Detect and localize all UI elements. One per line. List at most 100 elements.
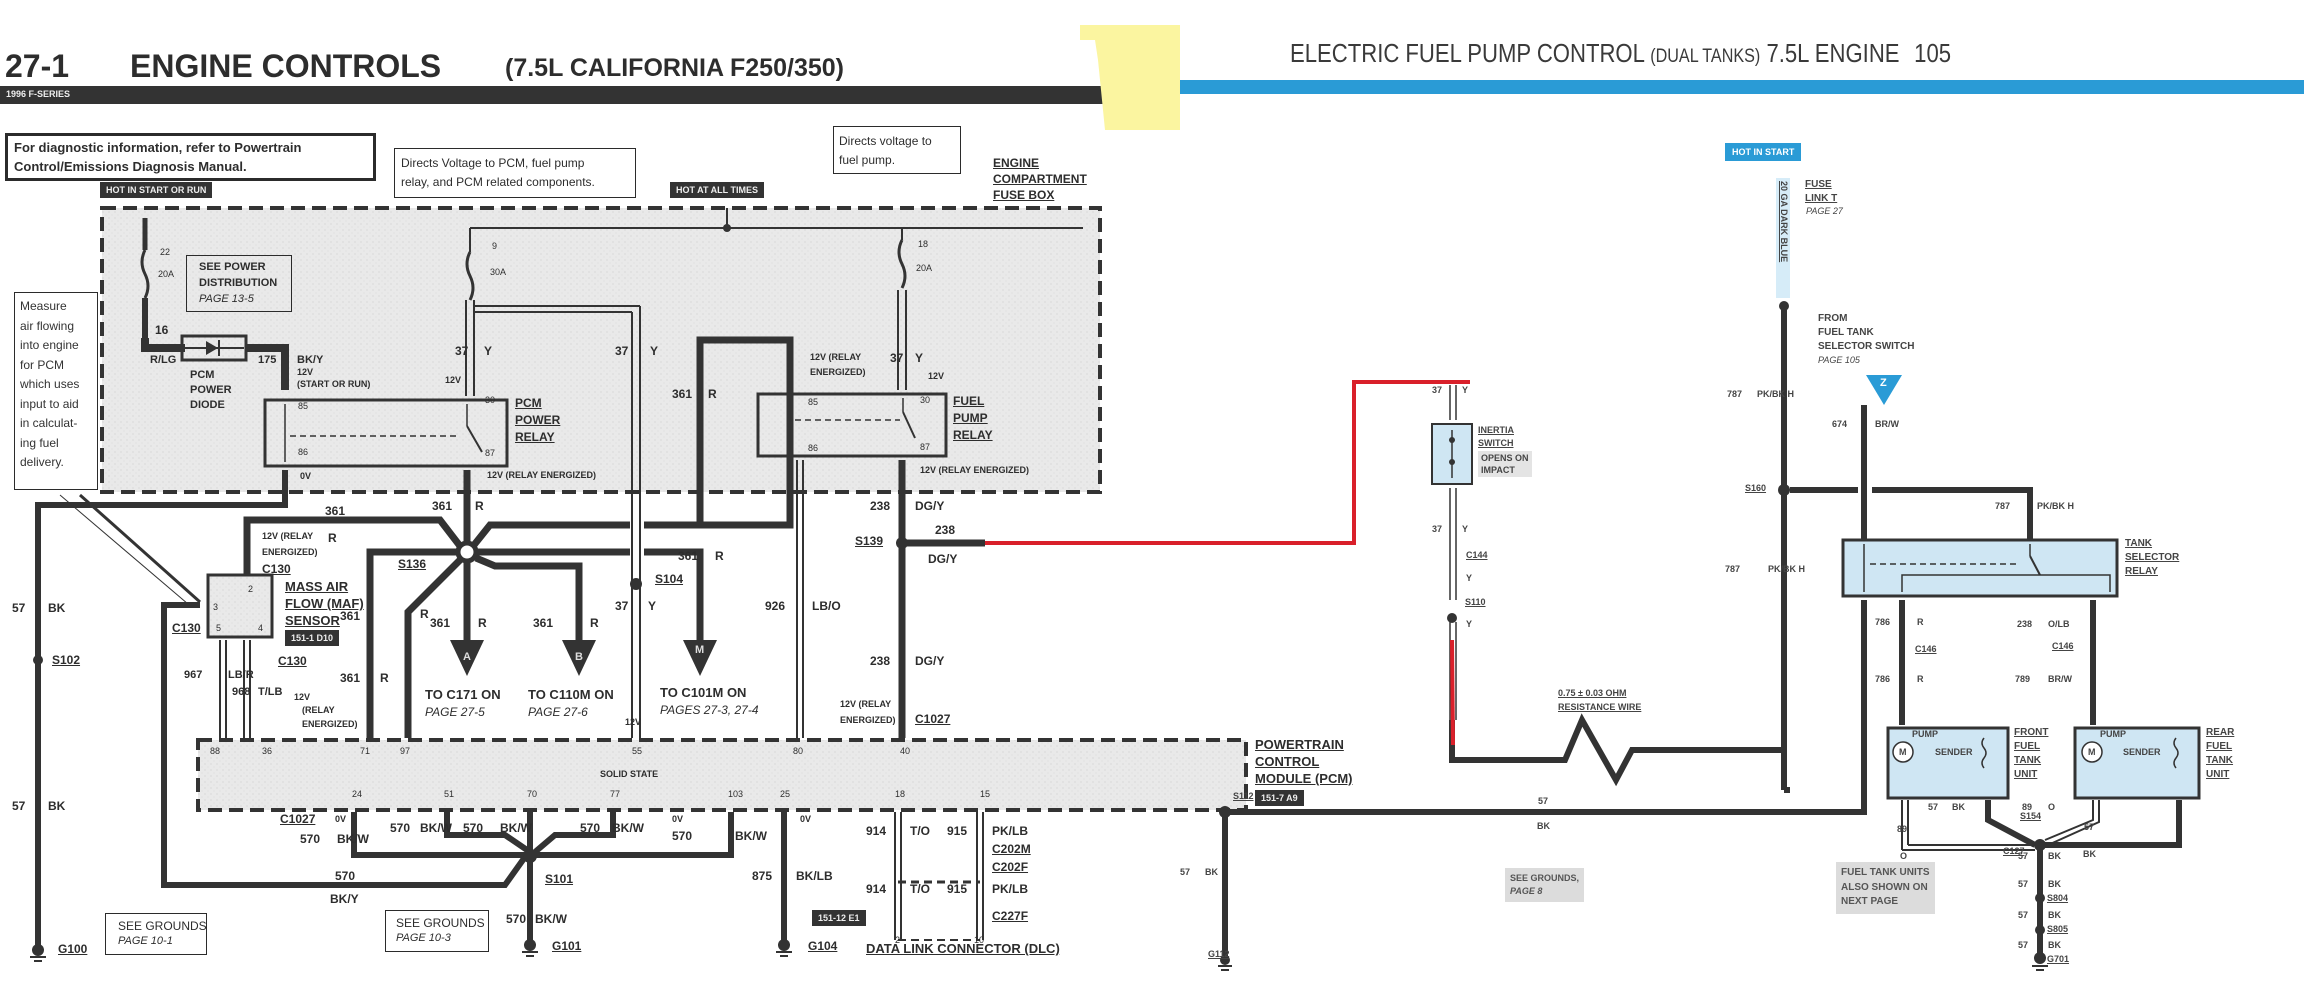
pcm-power-diode-label: PCM POWER DIODE [190,368,232,413]
ground-g701-icon [2032,952,2048,971]
pin-86: 86 [298,447,309,457]
wire-to-label: T/O [910,824,930,838]
wire-lbo-label: LB/O [812,599,841,613]
wire-570-label: 570 [672,829,693,843]
callout-line: Measure [20,299,67,313]
label-line: RELAY [953,428,993,442]
splice-s136 [455,540,479,564]
see-grounds-page: PAGE 10-1 [118,935,173,947]
relay-label: (RELAY [302,705,335,715]
wire-pklb-label: PK/LB [992,882,1028,896]
dlc-ref-badge: 151-12 E1 [812,910,866,926]
fuel-pump-callout: Directs voltage to fuel pump. [833,126,961,174]
wire-o-label: O [1900,851,1908,861]
splice-s110-label: S110 [1465,597,1486,607]
wire-570-label: 570 [506,912,527,926]
rear-fuel-tank-unit [2073,726,2201,800]
fuse-22-number: 22 [160,247,171,257]
pin-85: 85 [298,401,309,411]
connector-c1027: C1027 [915,712,951,726]
wire-361-label: 361 [325,504,346,518]
label-line: PUMP [953,411,988,425]
label-line: REAR [2206,727,2235,738]
section-number: 27-1 [5,48,70,84]
see-power-distribution: SEE POWER DISTRIBUTION PAGE 13-5 [186,255,292,312]
hot-in-start-badge: HOT IN START [1725,143,1802,161]
connector-c130: C130 [262,562,291,576]
wire-brw-label: BR/W [1875,419,1899,429]
tank-units-note: FUEL TANK UNITS ALSO SHOWN ON NEXT PAGE [1836,862,1935,914]
pcm-pin: 103 [728,789,744,799]
ground-g100-label: G100 [58,942,88,956]
wire-r-label: R [708,387,717,401]
wire-r-label: R [590,616,599,630]
wire-37-label: 37 [1432,524,1443,534]
diagnostic-note: For diagnostic information, refer to Pow… [5,133,376,181]
connector-c146: C146 [1915,644,1937,654]
label-line: SELECTOR SWITCH [1818,341,1915,352]
label-line: UNIT [2206,769,2230,780]
wire-dgy-label: DG/Y [915,654,945,668]
label-line: 0.75 ± 0.03 OHM [1558,688,1627,698]
label-line: MASS AIR [285,579,349,594]
maf-ref-badge: 151-1 D10 [285,630,340,646]
wire-bk-label: BK [2048,910,2061,920]
wire-r-label: R [475,499,484,513]
note-line: OPENS ON [1481,453,1529,463]
voltage-label: 12V [625,717,642,727]
wire-tlb-label: T/LB [258,686,283,698]
wire-bklb-label: BK/LB [796,869,833,883]
fuel-pump-relay [756,392,948,458]
pin-30: 30 [485,395,496,405]
ground-g101-icon [522,939,538,957]
callout-line: air flowing [20,318,75,333]
wire-968-label: 968 [232,686,251,698]
pcm-power-relay [263,398,509,468]
label-line: CONTROL [1255,754,1320,769]
energized-label: ENERGIZED) [302,719,358,729]
note-page: PAGE 8 [1510,886,1543,897]
label-line: SELECTOR [2125,552,2180,563]
fuse-18-rating: 20A [916,263,933,273]
wire-r-label: R [1917,674,1924,684]
wire-37-label: 37 [890,351,904,365]
wire-bk-label: BK [48,799,66,813]
wire-57-label: 57 [12,601,26,615]
label-line: FLOW (MAF) [285,596,364,611]
maf-pin-4: 4 [258,623,264,633]
wire-570-label: 570 [580,821,601,835]
wire-786-label: 786 [1875,617,1891,627]
maf-callout: Measure air flowing into engine for PCM … [14,292,98,490]
gauge-label: 20 GA DARK BLUE [1779,181,1789,263]
see-grounds-line: SEE GROUNDS [118,919,207,933]
wire-89-label: 89 [1897,824,1908,834]
motor-label: M [2088,747,2096,757]
wire-bkw-label: BK/W [420,821,452,835]
dlc-pin-2: 2 [895,935,901,945]
splice-s160-label: S160 [1745,483,1767,493]
wire-914-label: 914 [866,882,887,896]
wire-361-label: 361 [340,609,361,623]
voltage-label: 0V [335,814,347,824]
splice-s160 [1778,484,1790,496]
label-line: TANK [2206,755,2234,766]
wire-bk-label: BK [2083,849,2096,859]
dlc-label: DATA LINK CONNECTOR (DLC) [866,941,1060,956]
pin-87: 87 [485,448,496,458]
pcm-pin: 24 [352,789,363,799]
pump-label: PUMP [2100,729,2127,739]
label-line: SENSOR [285,613,340,628]
wire-bkw-label: BK/W [337,832,369,846]
label-line: MODULE (PCM) [1255,771,1353,786]
label-line: INERTIA [1478,425,1514,435]
connector-arrow-a [450,640,484,676]
resistance-wire [1449,713,1784,787]
label-line: FUEL TANK [1818,327,1874,338]
voltage-label: 12V [297,367,314,377]
wire-570-label: 570 [335,869,356,883]
wire-pkbkh-label: PK/BK H [1757,389,1795,399]
wire-r-label: R [478,616,487,630]
relay-energized-label: 12V (RELAY [840,699,892,709]
pcm-pin: 40 [900,746,911,756]
connector-c202f: C202F [992,860,1029,874]
